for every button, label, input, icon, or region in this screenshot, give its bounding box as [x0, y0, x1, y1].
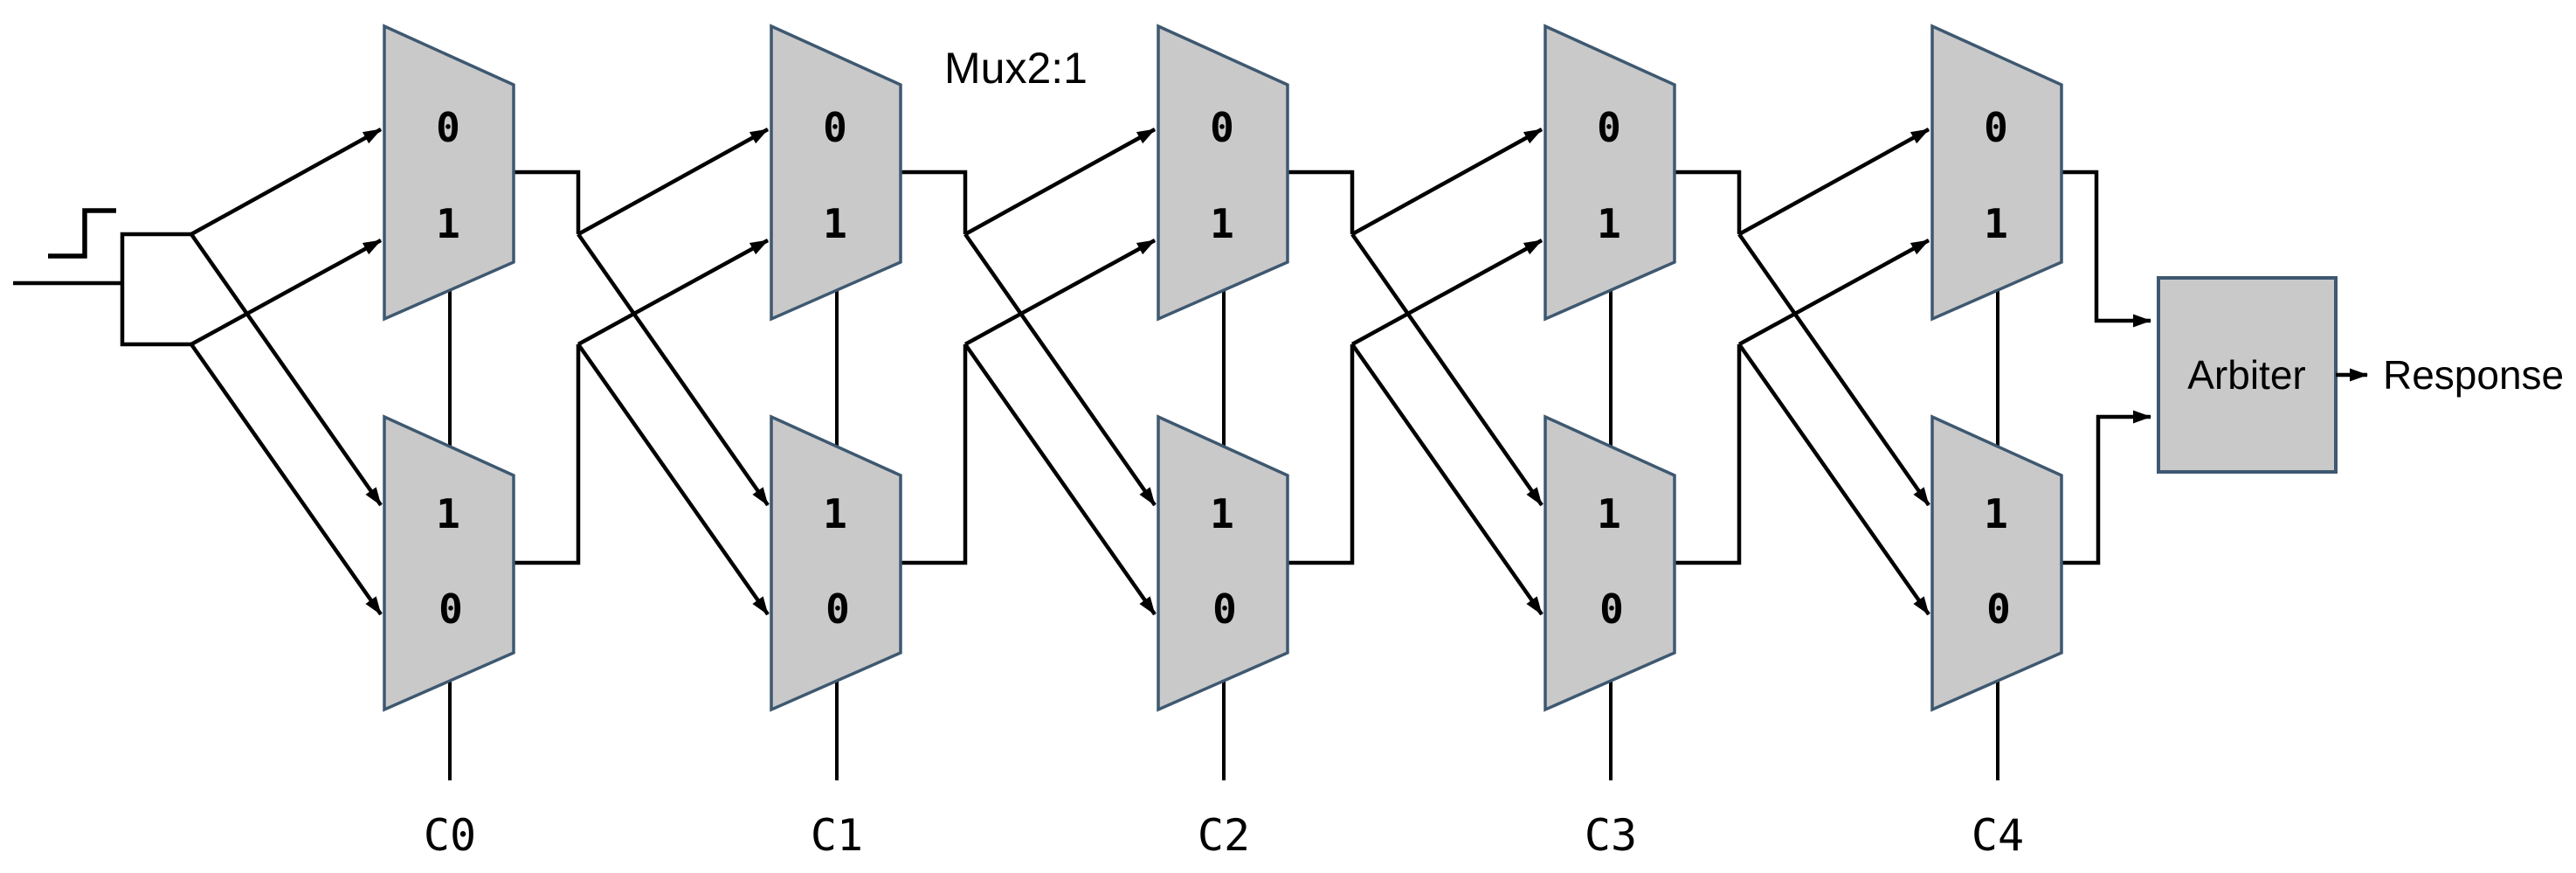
wire-to-stage3-top-input0	[963, 128, 1157, 236]
wire-to-stage1-bottom-input0	[190, 343, 383, 616]
wire-to-stage1-bottom-input1	[190, 232, 383, 507]
challenge-label-c0: C0	[424, 810, 476, 861]
mux-stage3-bottom-input0-label: 0	[1212, 585, 1237, 633]
wire-stage2-top-output	[901, 170, 968, 234]
mux-stage4-bottom-input1-label: 1	[1597, 490, 1621, 537]
arbiter-label: Arbiter	[2187, 352, 2305, 398]
wire-stage2-bottom-output	[901, 344, 968, 565]
wire-to-stage1-top-input0	[190, 128, 383, 236]
wire-to-stage4-top-input1	[1350, 239, 1544, 346]
challenge-label-c2: C2	[1198, 810, 1250, 861]
response-label: Response	[2383, 352, 2564, 398]
mux-stage5-bottom	[1930, 414, 2063, 712]
mux-stage2-bottom-input0-label: 0	[825, 585, 850, 633]
wire-stage1-top-output	[514, 170, 581, 234]
mux-stage5-bottom-input0-label: 0	[1986, 585, 2011, 633]
mux-stage4-top-input0-label: 0	[1597, 104, 1621, 151]
wire-to-stage4-bottom-input1	[1350, 232, 1544, 507]
mux-stage4-top-input1-label: 1	[1597, 200, 1621, 247]
mux-type-label: Mux2:1	[944, 44, 1088, 93]
mux-stage5-top-input0-label: 0	[1984, 104, 2008, 151]
wire-to-stage5-bottom-input0	[1737, 343, 1930, 616]
challenge-label-c4: C4	[1972, 810, 2024, 861]
wire-stage5-top-to-arbiter	[2061, 170, 2151, 328]
wire-to-stage2-top-input1	[577, 239, 770, 346]
wire-stage4-bottom-output	[1675, 344, 1742, 565]
mux-stage1-bottom-input0-label: 0	[439, 585, 463, 633]
challenge-label-c3: C3	[1585, 810, 1637, 861]
wire-to-stage2-bottom-input0	[577, 343, 770, 616]
mux-stage3-top-input1-label: 1	[1210, 200, 1234, 247]
wire-to-stage5-top-input1	[1737, 239, 1930, 346]
mux-stage3-top	[1157, 24, 1289, 322]
mux-stage1-top-input0-label: 0	[436, 104, 460, 151]
mux-stage5-top	[1930, 24, 2063, 322]
wire-to-stage3-bottom-input1	[963, 232, 1157, 507]
mux-stage2-bottom	[770, 414, 902, 712]
wire-stage3-top-output	[1288, 170, 1355, 234]
wire-to-stage2-top-input0	[577, 128, 770, 236]
wire-to-stage2-bottom-input1	[577, 232, 770, 507]
arbiter-box	[2157, 276, 2338, 474]
wire-to-stage3-bottom-input0	[963, 343, 1157, 616]
wire-stage5-bottom-to-arbiter	[2061, 410, 2151, 565]
mux-stage1-top-input1-label: 1	[436, 200, 460, 247]
wire-to-stage4-bottom-input0	[1350, 343, 1544, 616]
wire-to-stage1-top-input1	[190, 239, 383, 346]
mux-stage3-top-input0-label: 0	[1210, 104, 1234, 151]
trigger-pulse-icon	[48, 208, 116, 259]
wire-stage4-top-output	[1675, 170, 1742, 234]
wire-to-stage5-bottom-input1	[1737, 232, 1930, 507]
mux-stages-group: 0 1 1 0C0 0 1 1 0C1 0 1 1 0C2 0 1 1 0C3 0 1 1 0C4	[190, 24, 2151, 861]
mux-stage2-bottom-input1-label: 1	[823, 490, 847, 537]
wire-to-stage3-top-input1	[963, 239, 1157, 346]
mux-stage1-bottom-input1-label: 1	[436, 490, 460, 537]
mux-stage4-bottom-input0-label: 0	[1599, 585, 1624, 633]
challenge-label-c1: C1	[811, 810, 863, 861]
wire-to-stage4-top-input0	[1350, 128, 1544, 236]
mux-stage1-bottom	[383, 414, 515, 712]
wire-stage3-bottom-output	[1288, 344, 1355, 565]
mux-stage2-top-input1-label: 1	[823, 200, 847, 247]
mux-stage2-top	[770, 24, 902, 322]
wire-to-stage5-top-input0	[1737, 128, 1930, 236]
mux-stage5-top-input1-label: 1	[1984, 200, 2008, 247]
mux-stage4-bottom	[1544, 414, 1676, 712]
input-splitter	[120, 232, 191, 347]
mux-stage2-top-input0-label: 0	[823, 104, 847, 151]
mux-stage1-top	[383, 24, 515, 322]
wire-stage1-bottom-output	[514, 344, 581, 565]
mux-stage4-top	[1544, 24, 1676, 322]
mux-stage3-bottom	[1157, 414, 1289, 712]
mux-stage5-bottom-input1-label: 1	[1984, 490, 2008, 537]
mux-stage3-bottom-input1-label: 1	[1210, 490, 1234, 537]
